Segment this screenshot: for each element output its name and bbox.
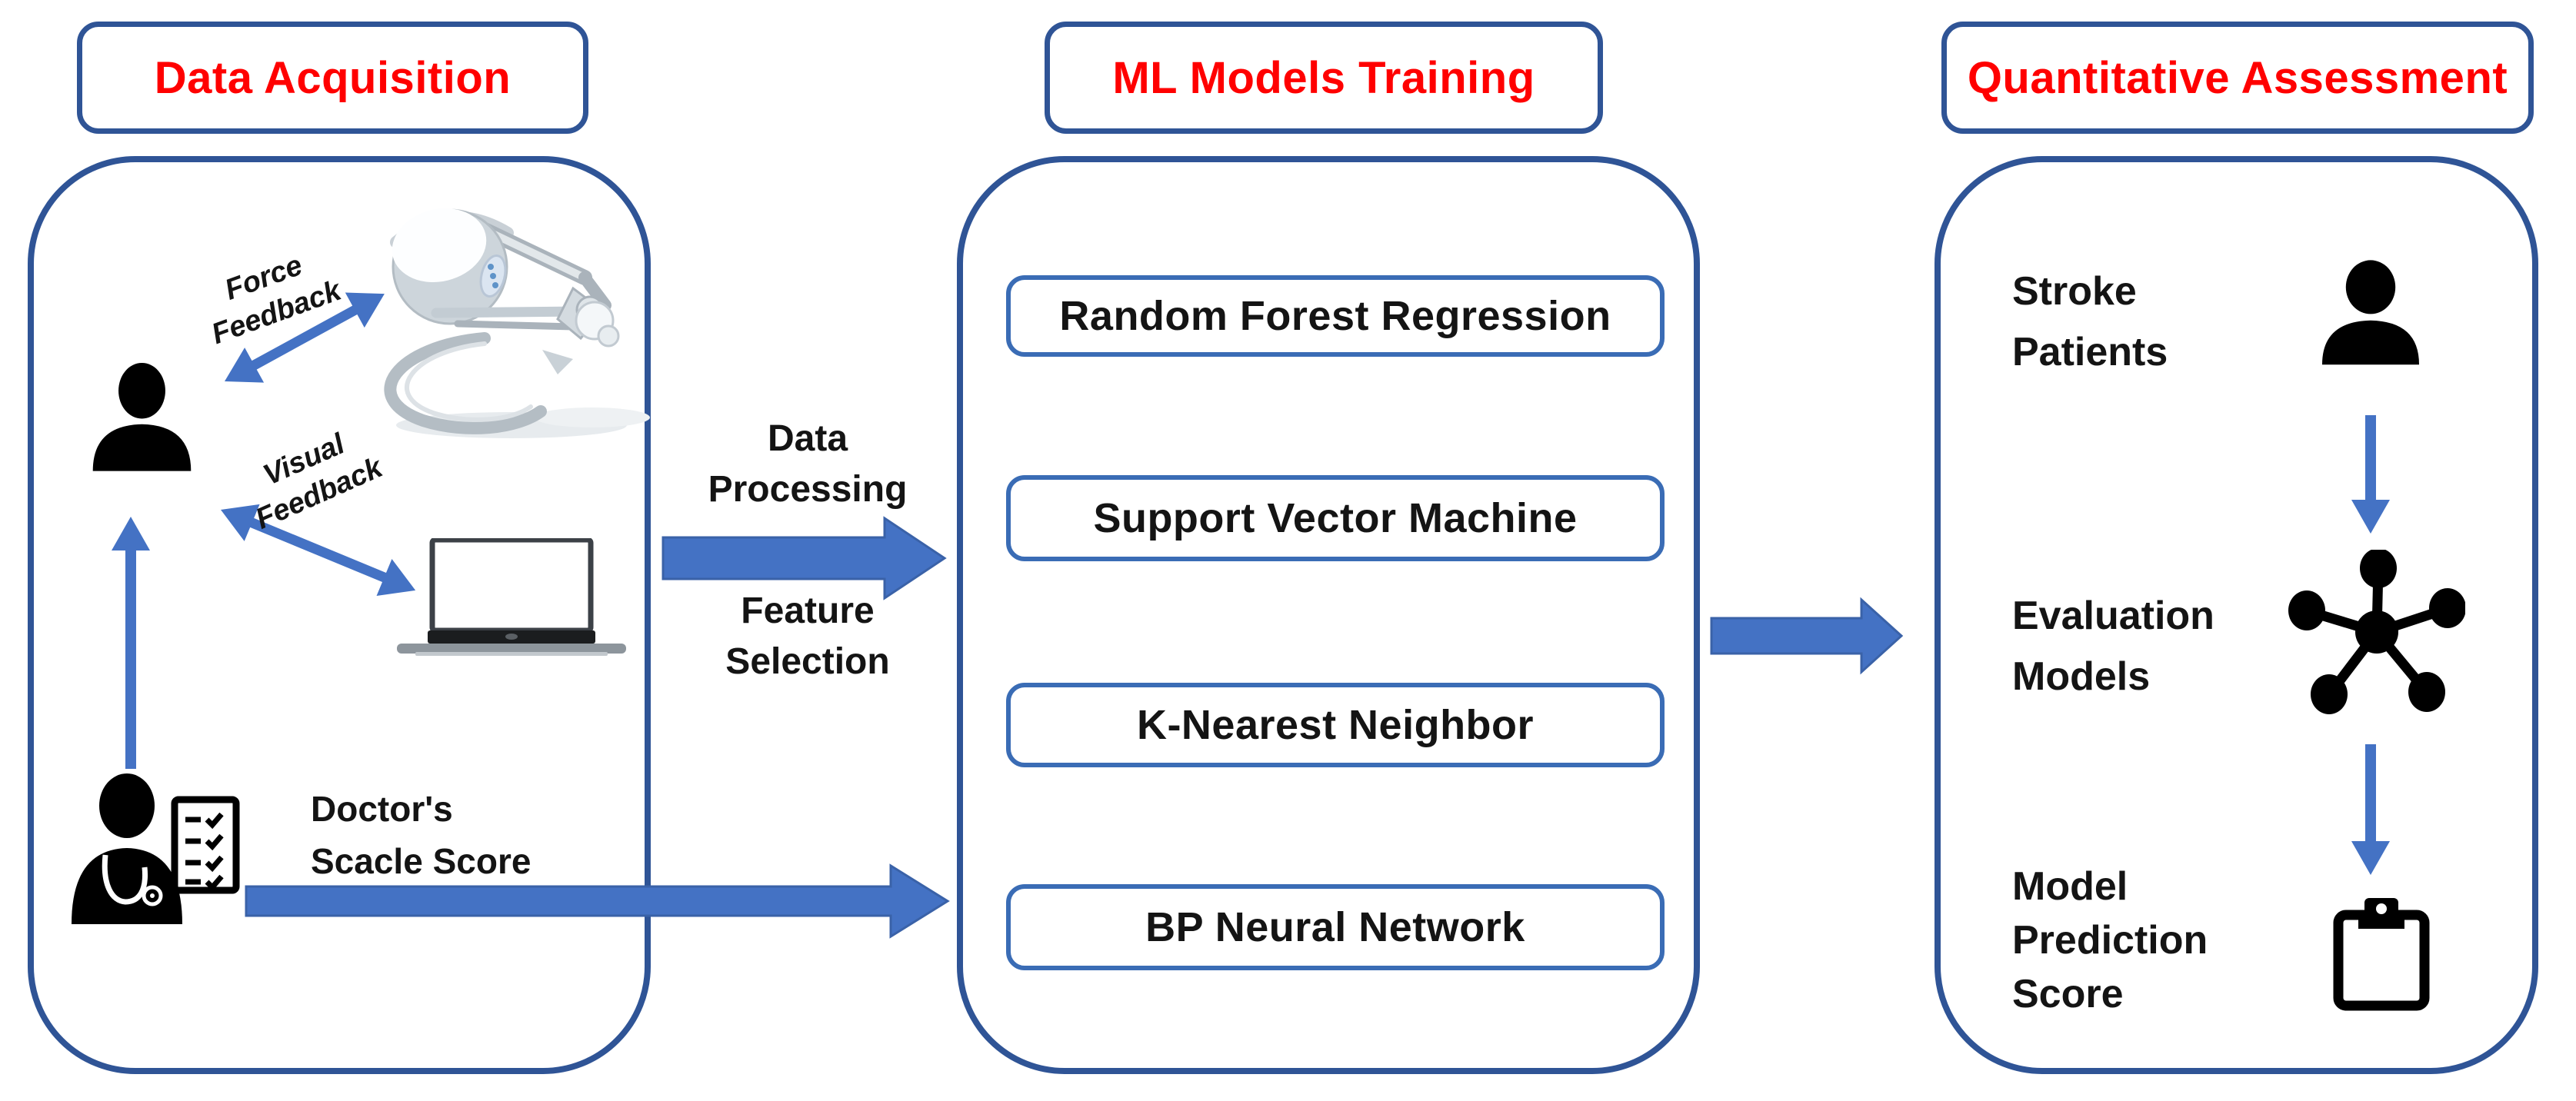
model-label: Random Forest Regression — [1059, 293, 1611, 339]
patient-icon — [2317, 257, 2424, 369]
doctor-score-line1: Doctor's — [311, 789, 453, 829]
evaluation-models-label: Evaluation Models — [2012, 586, 2214, 707]
feature-selection-label: Feature Selection — [669, 586, 946, 687]
stroke-patients-line2: Patients — [2012, 330, 2168, 374]
data-processing-line1: Data — [767, 418, 848, 459]
data-processing-label: Data Processing — [669, 414, 946, 515]
model-prediction-line1: Model — [2012, 864, 2128, 909]
model-prediction-line3: Score — [2012, 972, 2124, 1016]
model-prediction-line2: Prediction — [2012, 918, 2208, 963]
doctor-score-line2: Scacle Score — [311, 841, 532, 881]
laptop-icon — [385, 537, 638, 661]
feature-selection-line2: Selection — [725, 641, 890, 682]
model-label: BP Neural Network — [1145, 904, 1525, 950]
data-acquisition-title: Data Acquisition — [154, 52, 512, 103]
haptic-robot-image — [350, 196, 658, 450]
data-acquisition-header: Data Acquisition — [77, 22, 588, 134]
model-box-svm: Support Vector Machine — [1006, 475, 1665, 561]
network-hub-icon — [2288, 548, 2466, 715]
assessment-title: Quantitative Assessment — [1967, 52, 2508, 103]
person-icon — [86, 360, 198, 475]
model-prediction-score-label: Model Prediction Score — [2012, 860, 2208, 1021]
ml-training-title: ML Models Training — [1112, 52, 1535, 103]
feature-selection-line1: Feature — [741, 590, 875, 631]
model-label: Support Vector Machine — [1093, 495, 1578, 541]
data-processing-line2: Processing — [708, 469, 908, 510]
model-box-random-forest: Random Forest Regression — [1006, 275, 1665, 357]
evaluation-models-line1: Evaluation — [2012, 594, 2214, 638]
ml-training-panel — [957, 156, 1700, 1074]
ml-training-header: ML Models Training — [1045, 22, 1603, 134]
assessment-header: Quantitative Assessment — [1941, 22, 2534, 134]
data-acquisition-panel — [28, 156, 651, 1074]
stroke-patients-line1: Stroke — [2012, 269, 2137, 314]
model-label: K-Nearest Neighbor — [1136, 702, 1535, 748]
assessment-panel — [1934, 156, 2538, 1074]
stroke-patients-label: Stroke Patients — [2012, 261, 2168, 383]
doctor-score-label: Doctor's Scacle Score — [311, 783, 531, 887]
doctor-checklist — [171, 796, 240, 894]
clipboard-icon — [2328, 892, 2435, 1011]
evaluation-models-line2: Models — [2012, 654, 2151, 699]
model-box-knn: K-Nearest Neighbor — [1006, 683, 1665, 767]
doctor-clipboard-icon — [65, 769, 242, 926]
model-box-bp-nn: BP Neural Network — [1006, 884, 1665, 970]
training-to-assessment-arrow — [1710, 597, 1904, 675]
